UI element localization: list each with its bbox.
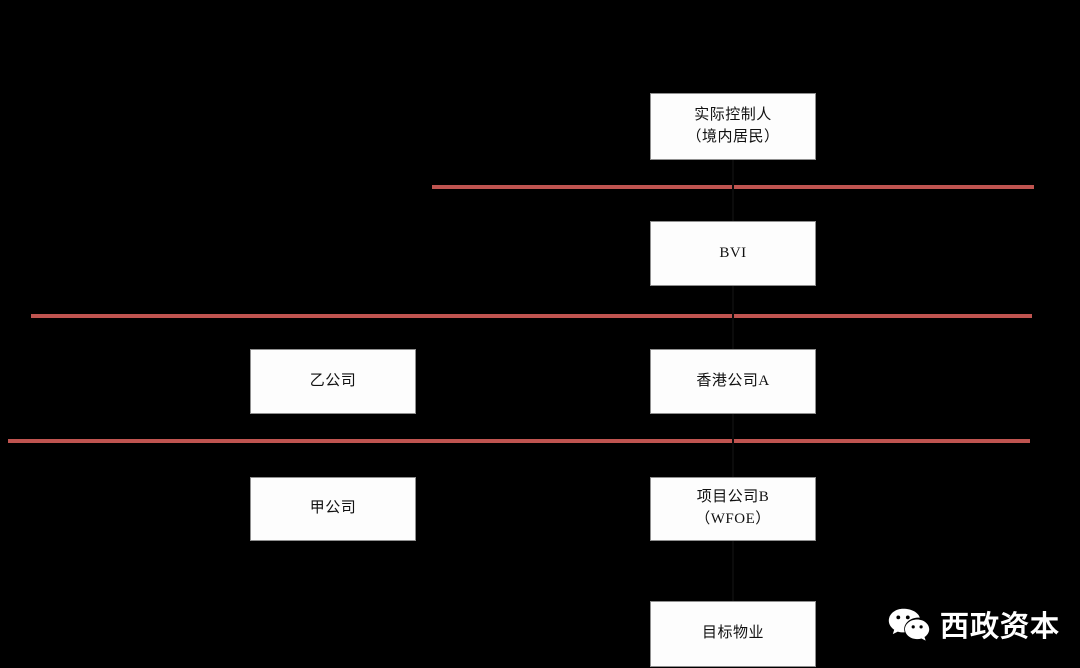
connector-hk-wfoe (732, 414, 734, 477)
jurisdiction-divider-2 (31, 314, 1032, 318)
node-label-line2: （境内居民） (686, 128, 780, 145)
jurisdiction-divider-3 (8, 439, 1030, 443)
node-label-line1: 项目公司B (696, 489, 770, 506)
node-actual-controller[interactable]: 实际控制人 （境内居民） (650, 93, 816, 160)
node-company-jia[interactable]: 甲公司 (250, 477, 416, 541)
node-label-line1: 乙公司 (309, 372, 357, 389)
node-label-line1: 甲公司 (309, 500, 357, 517)
node-label-line1: BVI (719, 244, 747, 261)
node-label-line1: 目标物业 (701, 625, 764, 642)
node-hk-company-a[interactable]: 香港公司A (650, 349, 816, 414)
connector-bvi-hk (732, 286, 734, 349)
node-bvi[interactable]: BVI (650, 221, 816, 286)
node-label-line2: （WFOE） (695, 511, 771, 527)
watermark-label: 西政资本 (940, 609, 1061, 643)
node-project-company-b[interactable]: 项目公司B （WFOE） (650, 477, 816, 541)
node-company-yi[interactable]: 乙公司 (250, 349, 416, 414)
wechat-icon (888, 608, 930, 641)
node-label-line1: 实际控制人 (694, 106, 772, 123)
node-label-line1: 香港公司A (696, 372, 770, 389)
watermark: 西政资本 (888, 603, 1060, 645)
connector-wfoe-property (732, 541, 734, 601)
connector-controller-bvi (732, 160, 734, 221)
node-target-property[interactable]: 目标物业 (650, 601, 816, 667)
